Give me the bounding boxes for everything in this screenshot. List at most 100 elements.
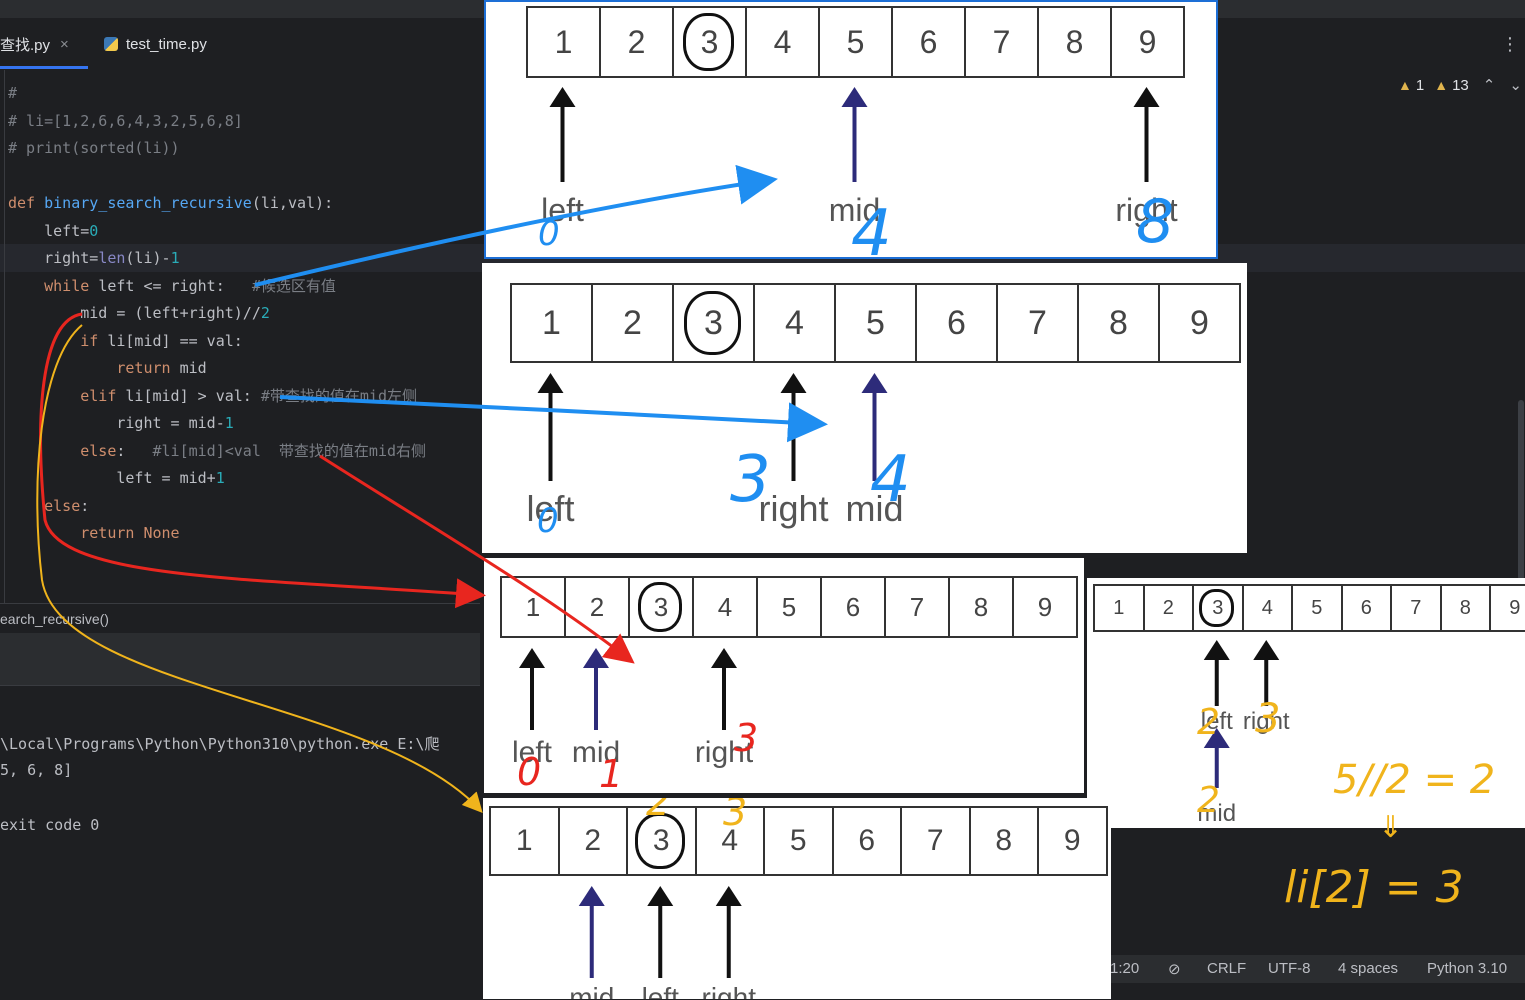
chevron-up-icon[interactable]: ⌃ [1482,77,1496,94]
code-line[interactable]: return mid [8,355,206,383]
handwritten-index: 3 [723,798,748,834]
array-cell: 8 [1037,6,1112,78]
scrollbar-thumb[interactable] [1518,400,1524,580]
tab-test-time[interactable]: test_time.py [104,18,207,70]
python-interpreter[interactable]: Python 3.10 [1427,960,1508,977]
error-count: 1 [1415,76,1425,94]
indent-setting[interactable]: 4 spaces [1338,960,1399,977]
breadcrumb[interactable]: earch_recursive() [0,603,480,634]
error-icon: ▲ [1398,77,1412,93]
run-output-panel [0,685,480,1000]
code-line[interactable]: else: [8,493,89,521]
code-line[interactable]: else: #li[mid]<val 带查找的值在mid右侧 [8,438,426,466]
readonly-toggle-icon[interactable]: ⊘ [1168,961,1181,978]
pointer-arrow-head [861,373,888,393]
code-line[interactable]: if li[mid] == val: [8,328,243,356]
pointer-arrows [1203,640,1280,788]
handwritten-index: 1 [599,752,624,793]
tab-label: test_time.py [126,35,207,53]
array-cell: 7 [884,576,950,638]
code-token: 1 [170,249,180,267]
pointer-label: mid [569,982,615,999]
code-token: def [8,194,45,212]
code-token: right= [8,249,99,267]
tab-search-file[interactable]: 查找.py × [0,18,69,70]
code-token: # print(sorted(li)) [8,139,180,157]
line-separator[interactable]: CRLF [1207,960,1247,977]
red-annotation-arrow-1 [39,312,486,609]
array-cell: 9 [1012,576,1078,638]
code-line[interactable]: # [8,80,17,108]
pointer-arrows [578,886,742,978]
pointer-label: right [694,736,754,769]
code-token: 1 [224,414,234,432]
code-line[interactable]: right=len(li)-1 [8,245,180,273]
inspection-widget[interactable]: ▲ 1 ▲ 13 ⌃ ⌄ [1398,76,1522,95]
chevron-down-icon[interactable]: ⌄ [1509,77,1522,94]
code-line[interactable]: left = mid+1 [8,465,224,493]
yellow-annotation-arrow [36,324,483,813]
code-line[interactable]: left=0 [8,218,98,246]
handwritten-index: 4 [851,197,892,259]
pointer-arrow-head [711,648,737,668]
array-cell: 9 [1110,6,1185,78]
array-cell: 9 [1158,283,1241,363]
run-output-line: 5, 6, 8] [0,761,73,779]
file-encoding[interactable]: UTF-8 [1268,960,1311,977]
breadcrumb-item[interactable]: earch_recursive() [0,611,109,627]
pointer-label: right [701,982,756,999]
more-options-icon[interactable]: ⋮ [1501,34,1519,55]
code-line[interactable]: right = mid-1 [8,410,234,438]
array-cell: 1 [526,6,601,78]
code-token: left= [8,221,90,240]
code-token: binary_search_recursive [44,194,252,212]
code-token: # [8,84,18,102]
code-token: : [80,496,90,515]
code-line[interactable]: mid = (left+right)//2 [8,300,270,328]
array-cell: 6 [820,576,886,638]
code-token: li[mid] > val: [125,386,261,405]
target-circle [637,582,683,632]
close-icon[interactable]: × [60,35,69,53]
handwritten-index: 0 [538,214,560,254]
code-line[interactable]: # print(sorted(li)) [8,135,180,163]
pointer-label: left [541,192,584,228]
handwritten-index: 3 [1255,696,1281,742]
array-cell: 9 [1037,806,1108,876]
code-token: else [44,496,81,515]
code-line[interactable]: def binary_search_recursive(li,val): [8,190,333,218]
pointer-arrow-head [1203,640,1230,660]
array-cell: 2 [1142,584,1194,632]
code-token: (li,val): [251,194,334,212]
code-token: elif [80,386,126,405]
array-cell: 2 [557,806,628,876]
code-token: li[mid] == val: [107,331,243,350]
array-cell: 6 [891,6,966,78]
gutter-divider [4,70,5,605]
array-cell: 8 [968,806,1039,876]
pointer-arrow-head [780,373,807,393]
array-cell: 7 [1390,584,1442,632]
code-token: left = mid+ [8,469,216,487]
array-cell: 8 [1077,283,1160,363]
run-command-line: \Local\Programs\Python\Python310\python.… [0,735,440,753]
code-line[interactable]: # li=[1,2,6,6,4,3,2,5,6,8] [8,108,243,136]
pointer-label: mid [1197,800,1237,827]
target-circle [1199,588,1235,628]
tab-label: 查找.py [0,36,51,54]
pointer-label: mid [845,488,904,529]
pointer-arrow-head [715,886,742,906]
array-cell: 6 [831,806,902,876]
code-line[interactable]: return None [8,520,179,548]
array-cell: 1 [510,283,593,363]
pointer-arrow-head [549,87,576,107]
caret-position[interactable]: 1:20 [1110,960,1140,977]
handwritten-index: 0 [517,750,542,793]
code-line[interactable]: while left <= right: #候选区有值 [8,273,336,301]
code-token: left <= right: [98,276,252,295]
